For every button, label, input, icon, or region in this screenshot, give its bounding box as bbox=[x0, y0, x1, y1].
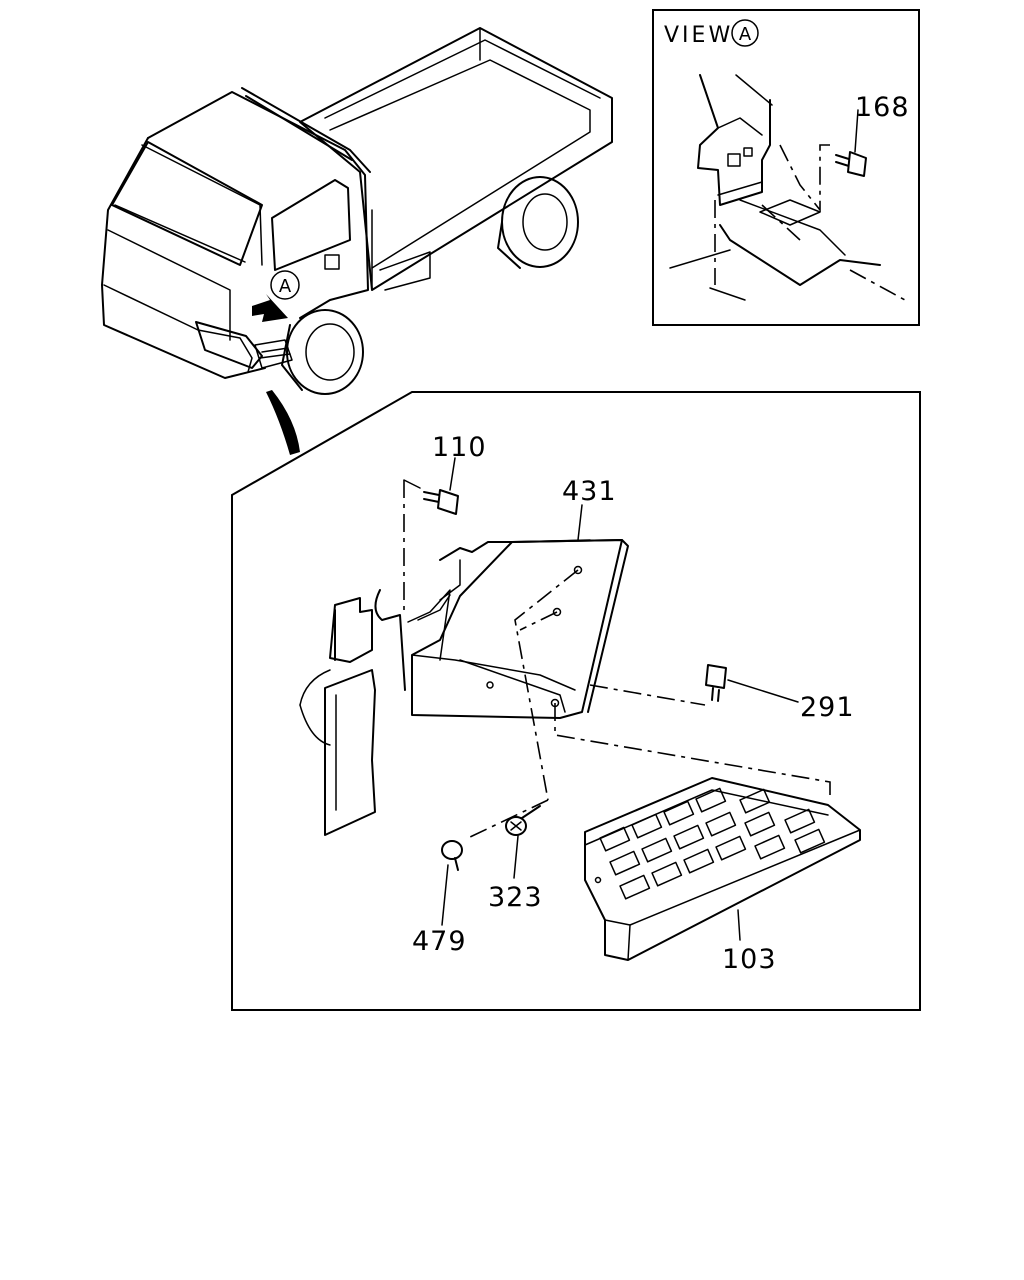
callout-110: 110 bbox=[432, 432, 487, 463]
fastener-leaders bbox=[467, 569, 831, 839]
view-a-prefix: VIEW bbox=[664, 23, 733, 48]
view-marker-truck-label: A bbox=[279, 276, 292, 297]
truck-overview bbox=[101, 27, 613, 455]
detail-frame bbox=[231, 391, 921, 1011]
callout-431: 431 bbox=[562, 476, 617, 507]
screw-323 bbox=[505, 805, 541, 879]
bolt-110 bbox=[403, 457, 459, 615]
callout-291: 291 bbox=[800, 692, 855, 723]
view-a-inset bbox=[652, 9, 920, 326]
callout-479: 479 bbox=[412, 926, 467, 957]
view-a-title: VIEW A bbox=[664, 19, 759, 48]
view-a-marker: A bbox=[739, 24, 752, 45]
clip-479 bbox=[441, 840, 463, 926]
callout-168: 168 bbox=[855, 92, 910, 123]
bolt-291 bbox=[589, 664, 799, 706]
callout-323: 323 bbox=[488, 882, 543, 913]
bracket-431 bbox=[299, 504, 629, 836]
callout-103: 103 bbox=[722, 944, 777, 975]
view-marker-truck: A bbox=[270, 270, 300, 300]
step-103 bbox=[584, 777, 861, 961]
